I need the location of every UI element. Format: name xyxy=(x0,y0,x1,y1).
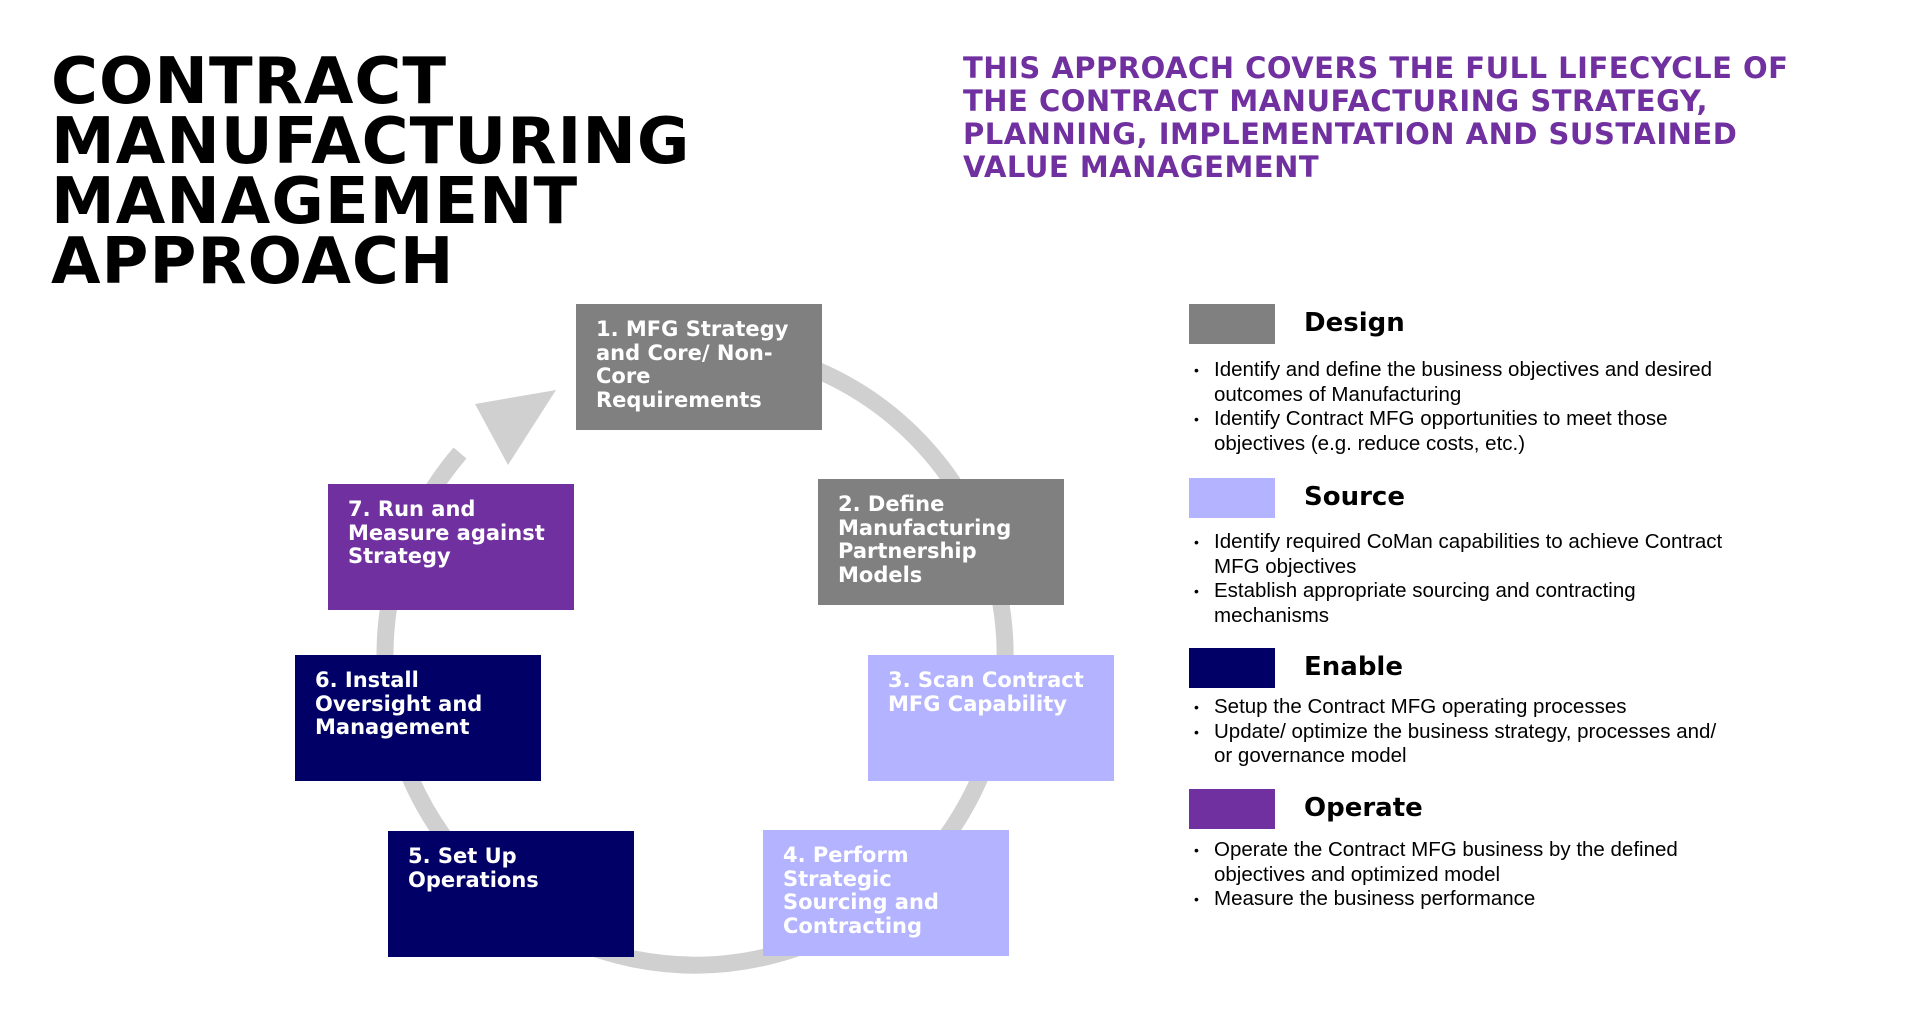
source-label: Source xyxy=(1304,482,1405,512)
legend-design: Design xyxy=(1189,304,1689,344)
list-item: Setup the Contract MFG operating process… xyxy=(1192,695,1732,720)
list-item: Measure the business performance xyxy=(1192,887,1732,912)
design-bullets: Identify and define the business objecti… xyxy=(1192,358,1732,456)
step-5-box: 5. Set Up Operations xyxy=(388,831,634,957)
step-3-label: 3. Scan Contract MFG Capability xyxy=(888,668,1084,716)
title-line-2: MANUFACTURING xyxy=(51,105,691,179)
step-6-label: 6. Install Oversight and Management xyxy=(315,668,483,739)
step-6-box: 6. Install Oversight and Management xyxy=(295,655,541,781)
list-item: Identify required CoMan capabilities to … xyxy=(1192,530,1732,579)
enable-label: Enable xyxy=(1304,652,1403,682)
legend-operate: Operate xyxy=(1189,789,1689,829)
list-item: Identify Contract MFG opportunities to m… xyxy=(1192,407,1732,456)
step-3-box: 3. Scan Contract MFG Capability xyxy=(868,655,1114,781)
design-swatch xyxy=(1189,304,1275,344)
step-7-label: 7. Run and Measure against Strategy xyxy=(348,497,545,568)
enable-bullets: Setup the Contract MFG operating process… xyxy=(1192,695,1732,769)
step-4-label: 4. Perform Strategic Sourcing and Contra… xyxy=(783,843,939,938)
subtitle: THIS APPROACH COVERS THE FULL LIFECYCLE … xyxy=(963,51,1789,184)
list-item: Update/ optimize the business strategy, … xyxy=(1192,720,1732,769)
list-item: Identify and define the business objecti… xyxy=(1192,358,1732,407)
design-label: Design xyxy=(1304,308,1405,338)
step-1-label: 1. MFG Strategy and Core/ Non-Core Requi… xyxy=(596,317,789,412)
source-swatch xyxy=(1189,478,1275,518)
page-title: CONTRACT MANUFACTURING MANAGEMENT APPROA… xyxy=(51,45,691,299)
title-line-1: CONTRACT xyxy=(51,45,448,119)
step-5-label: 5. Set Up Operations xyxy=(408,844,539,892)
legend-source: Source xyxy=(1189,478,1689,518)
operate-bullets: Operate the Contract MFG business by the… xyxy=(1192,838,1732,912)
step-2-box: 2. Define Manufacturing Partnership Mode… xyxy=(818,479,1064,605)
step-2-label: 2. Define Manufacturing Partnership Mode… xyxy=(838,492,1012,587)
step-1-box: 1. MFG Strategy and Core/ Non-Core Requi… xyxy=(576,304,822,430)
legend-enable: Enable xyxy=(1189,648,1689,688)
list-item: Operate the Contract MFG business by the… xyxy=(1192,838,1732,887)
title-line-3: MANAGEMENT xyxy=(51,165,579,239)
list-item: Establish appropriate sourcing and contr… xyxy=(1192,579,1732,628)
enable-swatch xyxy=(1189,648,1275,688)
source-bullets: Identify required CoMan capabilities to … xyxy=(1192,530,1732,628)
operate-swatch xyxy=(1189,789,1275,829)
operate-label: Operate xyxy=(1304,793,1423,823)
step-4-box: 4. Perform Strategic Sourcing and Contra… xyxy=(763,830,1009,956)
step-7-box: 7. Run and Measure against Strategy xyxy=(328,484,574,610)
cycle-arrowhead-icon xyxy=(475,390,556,465)
title-line-4: APPROACH xyxy=(51,225,455,299)
